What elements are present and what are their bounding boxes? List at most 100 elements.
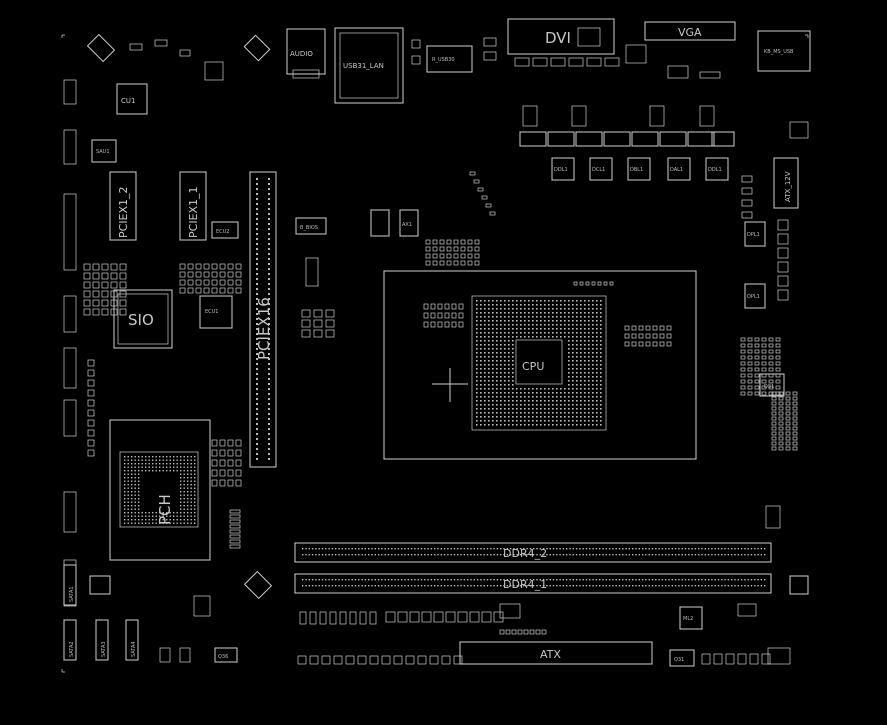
pad	[124, 466, 126, 468]
pad	[552, 404, 554, 406]
pad	[190, 487, 192, 489]
pad	[580, 348, 582, 350]
pad	[496, 396, 498, 398]
pad	[138, 473, 140, 475]
pad	[450, 579, 452, 581]
pad	[83, 263, 91, 271]
pad	[134, 501, 136, 503]
pad	[588, 396, 590, 398]
pad	[588, 328, 590, 330]
pad	[618, 548, 621, 550]
pad	[546, 548, 548, 550]
pad	[159, 463, 161, 465]
pad	[476, 396, 478, 398]
pad	[194, 459, 196, 461]
pad	[771, 441, 777, 446]
pad	[588, 392, 590, 394]
pad	[187, 491, 189, 493]
pad	[691, 579, 693, 581]
pad	[159, 647, 171, 663]
pad	[576, 424, 578, 426]
pad	[536, 312, 538, 314]
pad	[506, 548, 508, 550]
pad	[190, 477, 192, 479]
pad	[417, 579, 419, 581]
pad	[467, 260, 473, 266]
pad	[508, 388, 510, 390]
pad	[496, 320, 498, 322]
pad	[750, 554, 753, 556]
pad	[556, 400, 558, 402]
pad	[792, 406, 798, 411]
pad	[496, 312, 498, 314]
pad	[528, 328, 530, 330]
pad	[761, 367, 767, 372]
pad	[596, 332, 598, 334]
pad	[509, 579, 512, 581]
pad	[183, 487, 185, 489]
pad	[584, 352, 586, 354]
pad	[540, 392, 542, 394]
pad	[467, 239, 473, 245]
pad	[564, 408, 566, 410]
pad	[572, 312, 574, 314]
pad	[335, 579, 337, 581]
pad	[268, 343, 270, 345]
pad	[596, 420, 598, 422]
pad	[580, 324, 582, 326]
pad	[588, 300, 590, 302]
pad	[694, 579, 697, 581]
pad	[344, 548, 347, 550]
pad	[588, 348, 590, 350]
pad	[592, 408, 594, 410]
pad	[582, 585, 584, 587]
pad	[492, 424, 494, 426]
pad	[747, 548, 749, 550]
pad	[757, 554, 759, 556]
pad	[152, 463, 154, 465]
pad	[615, 579, 617, 581]
pad	[560, 396, 562, 398]
pad	[453, 239, 459, 245]
pad	[576, 336, 578, 338]
pad	[588, 320, 590, 322]
pad	[544, 300, 546, 302]
pad	[384, 579, 386, 581]
pad	[229, 519, 241, 524]
pad	[268, 183, 270, 185]
pad	[166, 512, 168, 514]
svg-text:ECU1: ECU1	[205, 309, 219, 315]
pad	[524, 396, 526, 398]
pad	[503, 548, 505, 550]
pad	[564, 308, 566, 310]
pad	[508, 372, 510, 374]
pad	[256, 228, 258, 230]
pad	[572, 336, 574, 338]
ecu2-chip: ECU2	[211, 221, 239, 239]
pad	[544, 408, 546, 410]
pad	[741, 187, 753, 195]
pad	[754, 548, 756, 550]
pad	[540, 304, 542, 306]
pad	[227, 279, 234, 286]
pad	[548, 396, 550, 398]
pad	[195, 287, 202, 294]
pad	[309, 655, 319, 665]
pad	[308, 554, 310, 556]
pad	[134, 459, 136, 461]
pad	[219, 271, 226, 278]
pad	[127, 473, 129, 475]
pad	[488, 304, 490, 306]
pad	[180, 459, 182, 461]
pad	[596, 396, 598, 398]
pad	[457, 585, 459, 587]
pad	[187, 494, 189, 496]
pad	[496, 348, 498, 350]
pad	[631, 325, 637, 331]
pad	[256, 303, 258, 305]
pad	[737, 585, 739, 587]
pad	[754, 391, 760, 396]
pad	[493, 611, 504, 623]
pad	[484, 420, 486, 422]
